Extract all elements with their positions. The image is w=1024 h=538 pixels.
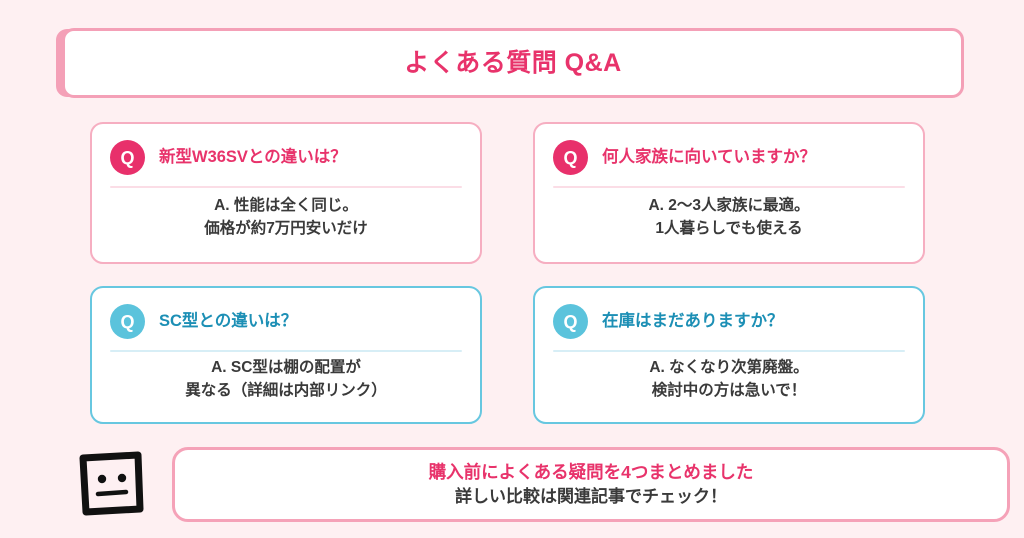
footer-subtext: 詳しい比較は関連記事でチェック！ [455, 486, 727, 506]
faq-card[interactable]: Q 在庫はまだありますか？ A. なくなり次第廃盤。 検討中の方は急いで！ [533, 286, 925, 424]
page-title: よくある質問 Q&A [404, 48, 622, 77]
faq-answer: A. 2〜3人家族に最適。 1人暮らしでも使える [553, 188, 905, 248]
faq-question-text: 何人家族に向いていますか？ [602, 147, 817, 166]
question-badge-icon: Q [110, 140, 145, 175]
faq-answer-line: 価格が約7万円安いだけ [204, 220, 368, 237]
faq-answer-line: A. 性能は全く同じ。 [214, 196, 358, 214]
faq-question-text: 新型W36SVとの違いは？ [159, 147, 347, 166]
faq-answer-line: A. なくなり次第廃盤。 [649, 358, 809, 376]
faq-answer: A. SC型は棚の配置が 異なる（詳細は内部リンク） [110, 352, 462, 408]
faq-answer-line: 検討中の方は急いで！ [651, 382, 807, 399]
footer-banner: 購入前によくある疑問を4つまとめました 詳しい比較は関連記事でチェック！ [172, 447, 1010, 522]
faq-question-text: 在庫はまだありますか？ [602, 311, 784, 330]
neutral-face-icon [79, 451, 144, 516]
faq-answer-line: A. 2〜3人家族に最適。 [648, 196, 810, 214]
faq-answer: A. 性能は全く同じ。 価格が約7万円安いだけ [110, 188, 462, 248]
faq-answer-line: 異なる（詳細は内部リンク） [185, 382, 387, 399]
faq-answer: A. なくなり次第廃盤。 検討中の方は急いで！ [553, 352, 905, 408]
faq-question-text: SC型との違いは？ [159, 311, 298, 330]
faq-card-header: Q 何人家族に向いていますか？ [553, 140, 905, 186]
faq-divider [110, 350, 462, 352]
faq-divider [553, 350, 905, 352]
faq-divider [553, 186, 905, 188]
question-badge-icon: Q [553, 304, 588, 339]
faq-divider [110, 186, 462, 188]
question-badge-icon: Q [110, 304, 145, 339]
header-banner: よくある質問 Q&A [62, 28, 964, 98]
faq-card[interactable]: Q 新型W36SVとの違いは？ A. 性能は全く同じ。 価格が約7万円安いだけ [90, 122, 482, 264]
footer-row: 購入前によくある疑問を4つまとめました 詳しい比較は関連記事でチェック！ [62, 445, 1010, 525]
faq-answer-line: 1人暮らしでも使える [655, 220, 803, 237]
question-badge-icon: Q [553, 140, 588, 175]
faq-card[interactable]: Q SC型との違いは？ A. SC型は棚の配置が 異なる（詳細は内部リンク） [90, 286, 482, 424]
faq-answer-line: A. SC型は棚の配置が [211, 358, 361, 376]
faq-card[interactable]: Q 何人家族に向いていますか？ A. 2〜3人家族に最適。 1人暮らしでも使える [533, 122, 925, 264]
footer-headline: 購入前によくある疑問を4つまとめました [428, 461, 754, 482]
faq-card-header: Q 新型W36SVとの違いは？ [110, 140, 462, 186]
faq-card-header: Q SC型との違いは？ [110, 304, 462, 350]
faq-card-grid: Q 新型W36SVとの違いは？ A. 性能は全く同じ。 価格が約7万円安いだけ … [90, 122, 934, 424]
faq-card-header: Q 在庫はまだありますか？ [553, 304, 905, 350]
